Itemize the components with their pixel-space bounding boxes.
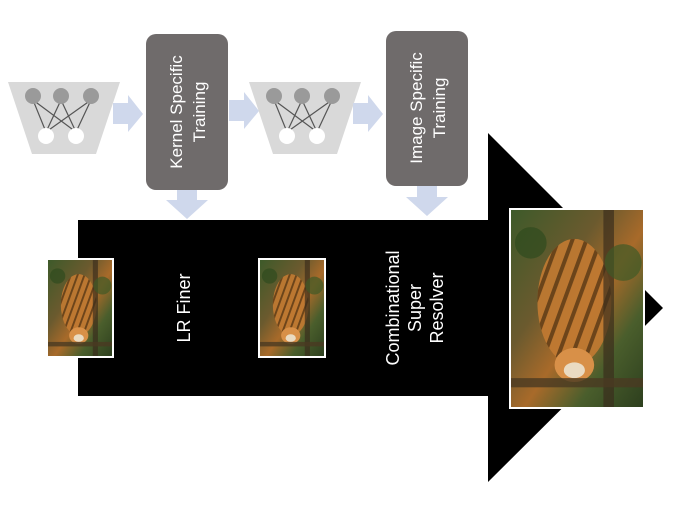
kernel-training-line2: Training (190, 82, 209, 143)
right-arrow-icon-1 (113, 95, 143, 132)
image-training-line2: Training (430, 78, 449, 139)
kernel-specific-training-box (146, 34, 228, 190)
neural-network-icon-2 (248, 81, 362, 155)
right-arrow-icon-2 (229, 92, 259, 129)
neural-network-icon-1 (7, 81, 121, 155)
refined-lr-image (258, 258, 326, 358)
image-specific-training-box (386, 31, 468, 186)
super-resolved-image (509, 208, 645, 409)
super-resolver-line2: Super (405, 284, 425, 332)
image-training-line1: Image Specific (407, 52, 426, 164)
down-arrow-icon-1 (166, 190, 208, 219)
kernel-training-line1: Kernel Specific (167, 55, 186, 169)
right-arrow-icon-3 (353, 95, 383, 132)
super-resolver-line3: Resolver (427, 272, 447, 343)
down-arrow-icon-2 (406, 186, 448, 216)
input-lr-image (46, 258, 114, 358)
super-resolver-line1: Combinational (383, 250, 403, 365)
lr-finer-label: LR Finer (174, 273, 194, 342)
